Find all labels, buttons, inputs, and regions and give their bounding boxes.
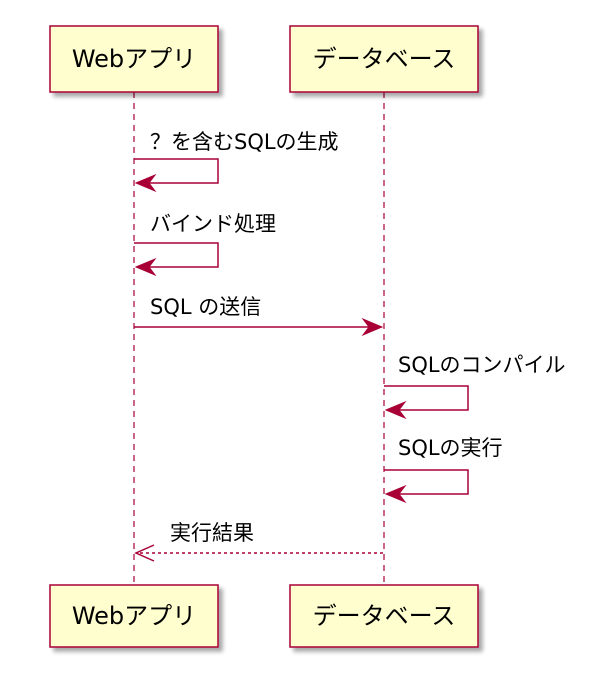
message-execute-arrowhead [384,484,407,504]
participant-webapp-top: Webアプリ [49,25,219,93]
participant-db-top: データベース [289,25,479,93]
message-result-arrowhead [134,544,155,562]
message-bind-label: バインド処理 [150,212,276,236]
message-result: 実行結果 [134,521,384,562]
message-compile-arrowhead [384,400,407,420]
message-compile: SQLのコンパイル [384,353,566,420]
message-execute-label: SQLの実行 [398,436,503,460]
message-execute: SQLの実行 [384,436,503,504]
message-generate-sql-label: ？を含むSQLの生成 [150,130,339,154]
message-execute-line [384,469,469,495]
participant-db-bottom: データベース [289,584,479,648]
message-send-sql-label: SQL の送信 [150,295,261,319]
message-bind: バインド処理 [134,212,276,277]
message-compile-label: SQLのコンパイル [398,353,566,377]
message-bind-arrowhead [134,257,157,277]
participant-db-top-label: データベース [313,45,456,73]
participant-db-bottom-label: データベース [313,602,456,630]
message-generate-sql-arrowhead [134,173,157,193]
message-bind-line [134,242,219,268]
message-result-label: 実行結果 [170,521,254,545]
message-send-sql-arrowhead [361,317,384,337]
participant-webapp-bottom-label: Webアプリ [72,602,196,630]
message-generate-sql: ？を含むSQLの生成 [134,130,339,193]
message-generate-sql-line [134,158,219,184]
participant-webapp-bottom: Webアプリ [49,584,219,648]
message-send-sql: SQL の送信 [134,295,384,337]
message-compile-line [384,385,469,411]
participant-webapp-top-label: Webアプリ [72,45,196,73]
